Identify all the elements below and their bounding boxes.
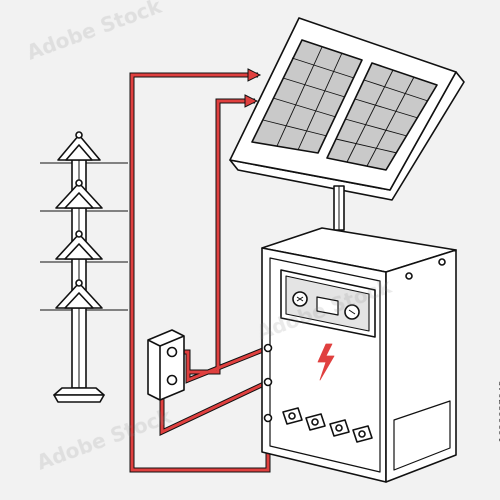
pylon-crossarms	[55, 134, 103, 309]
power-pylon-icon	[40, 131, 128, 403]
panel-grid-right	[335, 69, 429, 167]
cabinet-port-top	[263, 343, 273, 353]
lightning-bolt-icon	[317, 343, 335, 381]
cabinet-outlets	[282, 407, 373, 443]
wire-arrowhead	[244, 94, 259, 108]
cabinet-ports	[263, 343, 273, 423]
cabinet-port-bottom	[263, 413, 273, 423]
outlet-connector[interactable]	[282, 407, 303, 425]
wire-arrowhead	[247, 68, 262, 82]
cabinet-rivet	[405, 272, 413, 280]
control-display	[316, 296, 339, 316]
watermark-brand: Adobe Stock	[34, 404, 176, 475]
cabinet-right-face	[385, 249, 457, 483]
junction-terminal-top	[166, 346, 178, 358]
junction-box-body	[147, 329, 185, 401]
outlet-connector[interactable]	[352, 425, 373, 443]
outlet-connector[interactable]	[329, 419, 350, 437]
cabinet-port-mid	[263, 377, 273, 387]
cabinet-rivet	[438, 258, 446, 266]
pylon-base	[53, 387, 105, 396]
panel-grid-left	[262, 46, 355, 151]
pylon-insulators	[75, 131, 83, 287]
solar-panel-icon	[229, 17, 465, 231]
junction-box-icon	[147, 329, 185, 401]
junction-terminal-bottom	[166, 374, 178, 386]
outlet-connector[interactable]	[305, 413, 326, 431]
watermark-brand: Adobe Stock	[24, 0, 166, 65]
inverter-cabinet-icon	[261, 227, 457, 483]
